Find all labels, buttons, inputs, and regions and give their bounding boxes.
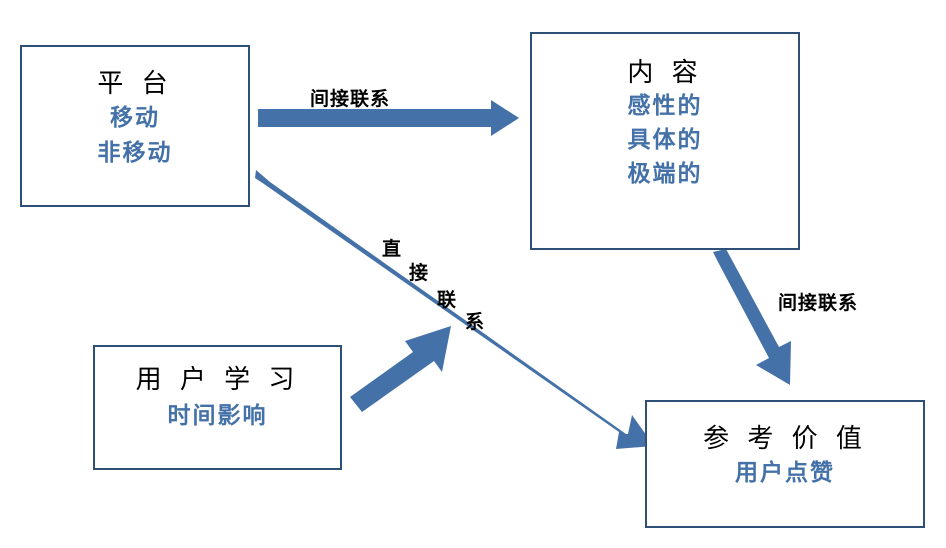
node-platform-title: 平 台	[97, 69, 173, 99]
arrow-platform-to-content	[258, 100, 519, 136]
arrow-content-to-reference	[713, 249, 791, 385]
node-reference-title: 参 考 价 值	[703, 424, 867, 454]
node-content-title: 内 容	[627, 58, 703, 88]
node-content-sub-1: 具体的	[627, 127, 703, 154]
node-user-learning[interactable]: 用 户 学 习 时间影响	[93, 345, 342, 470]
node-reference[interactable]: 参 考 价 值 用户点赞	[645, 400, 925, 528]
node-content[interactable]: 内 容 感性的 具体的 极端的	[530, 32, 800, 250]
node-platform-sub-1: 非移动	[97, 140, 173, 167]
node-content-sub-0: 感性的	[627, 92, 703, 119]
edge-label-char-3: 系	[465, 311, 485, 333]
node-reference-sub-0: 用户点赞	[735, 459, 835, 486]
node-content-sub-2: 极端的	[627, 161, 703, 188]
node-platform-sub-0: 移动	[110, 104, 160, 131]
node-platform[interactable]: 平 台 移动 非移动	[20, 45, 250, 207]
edge-label-platform-to-content: 间接联系	[310, 88, 391, 110]
edge-label-char-0: 直	[382, 238, 402, 260]
arrow-user-learning-to-diagonal	[350, 326, 451, 412]
node-user-learning-title: 用 户 学 习	[135, 365, 300, 395]
node-user-learning-sub-0: 时间影响	[167, 402, 268, 429]
edge-label-char-1: 接	[409, 262, 429, 284]
edge-label-content-to-reference: 间接联系	[778, 292, 859, 314]
edge-label-char-2: 联	[437, 289, 457, 311]
